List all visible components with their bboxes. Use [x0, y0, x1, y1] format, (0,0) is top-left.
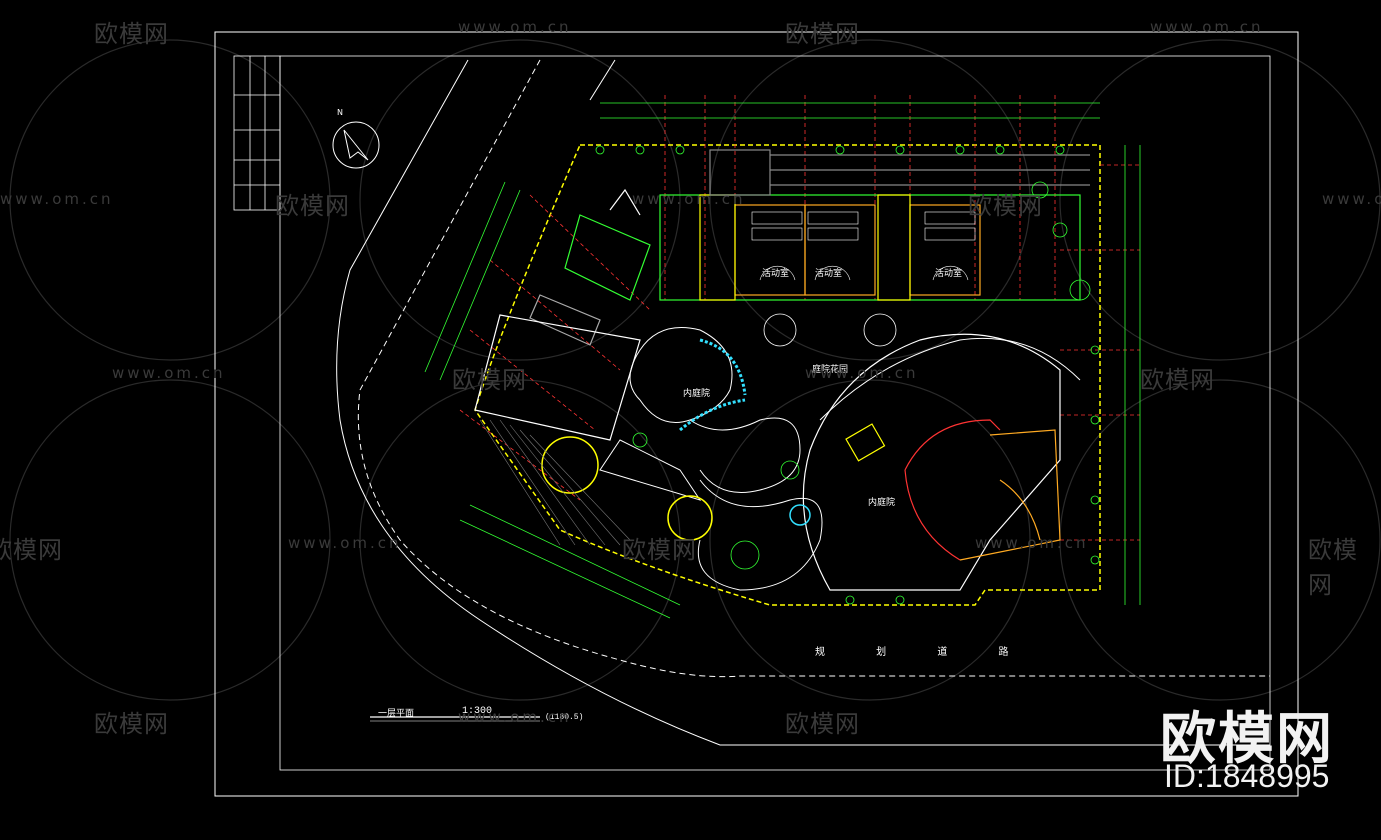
watermark-url: www.om.cn [805, 364, 919, 382]
hatched-plaza [479, 419, 631, 546]
watermark-url: www.om.cn [458, 18, 572, 36]
title-block [233, 55, 281, 211]
auditorium [802, 333, 1061, 591]
watermark-brand: 欧模网 [452, 366, 527, 394]
room-label-activity-2: 活动室 [815, 269, 843, 279]
model-id: ID:1848995 [1164, 758, 1330, 794]
watermark-url: www.om.cn [632, 190, 746, 208]
plan-title-underline [370, 716, 540, 722]
watermark-brand: 欧模网 [275, 192, 350, 220]
plan-title: 一层平面 [378, 709, 415, 719]
trees [595, 145, 1100, 605]
watermark-brand: 欧模网 [94, 710, 169, 738]
watermark-url: www.om.cn [975, 534, 1089, 552]
watermark-url: www.om.cn [288, 534, 402, 552]
plan-scale: 1:300 [462, 706, 493, 717]
axis-lines [459, 95, 1140, 541]
room-label-activity-1: 活动室 [762, 269, 790, 279]
watermark-brand: 欧模网 [785, 20, 860, 48]
west-building [474, 188, 651, 441]
round-rooms [541, 338, 811, 541]
inner-frame [279, 55, 1271, 771]
watermark-url: www.om.cn [1322, 190, 1381, 208]
watermark-brand: 欧模网 [968, 192, 1043, 220]
classroom-furniture [751, 211, 976, 281]
outer-frame [214, 31, 1299, 797]
room-label-activity-3: 活动室 [935, 269, 963, 279]
watermark-brand: 欧模网 [94, 20, 169, 48]
road-boundary [336, 59, 1270, 746]
watermark-brand: 欧模网 [785, 710, 860, 738]
brand-logo: 欧模网 [1160, 707, 1334, 772]
north-label: N [337, 108, 343, 117]
room-label-garden: 庭院花园 [812, 365, 849, 375]
watermark-brand: 欧模网 [1140, 366, 1215, 394]
watermark-url: www.om.cn [112, 364, 226, 382]
watermark-url: www.om.cn [0, 190, 114, 208]
watermark-circles [9, 39, 1381, 701]
garden-paths [599, 327, 1081, 591]
north-arrow-icon [332, 121, 380, 169]
watermark-brand: 欧模网 [1308, 536, 1358, 599]
watermark-url: www.om.cn [458, 708, 572, 726]
road-label: 规 划 道 路 [815, 647, 1033, 658]
watermark-brand: 欧模网 [622, 536, 697, 564]
plan-scale-note: (1180.5) [545, 713, 584, 722]
watermark-brand: 欧模网 [0, 536, 63, 564]
north-building [659, 149, 1090, 301]
room-label-courtyard-1: 内庭院 [683, 389, 711, 399]
dimension-lines [424, 102, 1141, 619]
watermark-url: www.om.cn [1150, 18, 1264, 36]
room-label-courtyard-2: 内庭院 [868, 498, 896, 508]
